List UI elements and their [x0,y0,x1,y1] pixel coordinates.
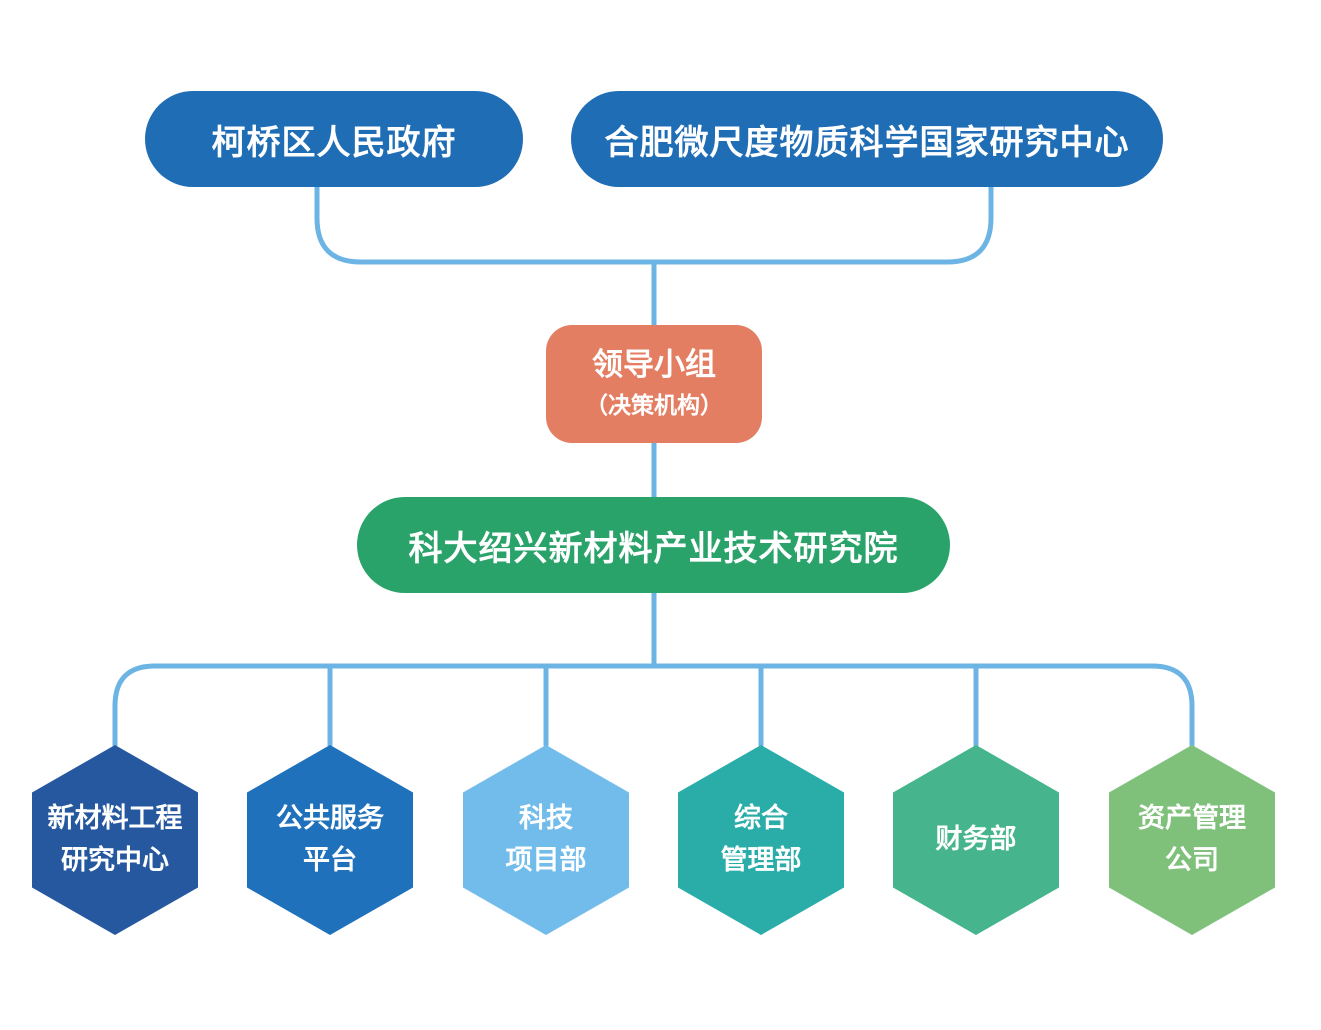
dept-label-line: 项目部 [505,845,587,876]
dept-public-service-platform: 公共服务 平台 [247,745,413,935]
node-leading-group: 领导小组 （决策机构） [546,325,762,443]
node-keqiao-government: 柯桥区人民政府 [145,91,523,187]
dept-label-line: 资产管理 [1138,803,1246,834]
node-institute: 科大绍兴新材料产业技术研究院 [357,497,950,593]
dept-label-line: 公司 [1165,845,1219,876]
node-label: 合肥微尺度物质科学国家研究中心 [604,122,1130,163]
dept-label-line: 新材料工程 [47,803,183,834]
dept-tech-project: 科技 项目部 [463,745,629,935]
connector-department-bus [112,663,1195,748]
dept-general-management: 综合 管理部 [678,745,844,935]
dept-label-line: 平台 [303,845,357,876]
leading-group-subtitle: （决策机构） [585,393,723,419]
node-label: 柯桥区人民政府 [211,122,457,163]
leading-group-title: 领导小组 [592,347,716,383]
dept-label-line: 科技 [519,803,573,834]
dept-label-line: 综合 [734,803,788,834]
dept-label-line: 研究中心 [61,845,169,876]
dept-new-materials-engineering-center: 新材料工程 研究中心 [32,745,198,935]
dept-label-line: 公共服务 [276,803,384,834]
node-label: 科大绍兴新材料产业技术研究院 [408,528,899,569]
dept-label-line: 财务部 [935,824,1017,855]
dept-label-line: 管理部 [720,845,802,876]
node-hefei-national-research-center: 合肥微尺度物质科学国家研究中心 [571,91,1163,187]
connector-top-bracket [314,183,994,265]
